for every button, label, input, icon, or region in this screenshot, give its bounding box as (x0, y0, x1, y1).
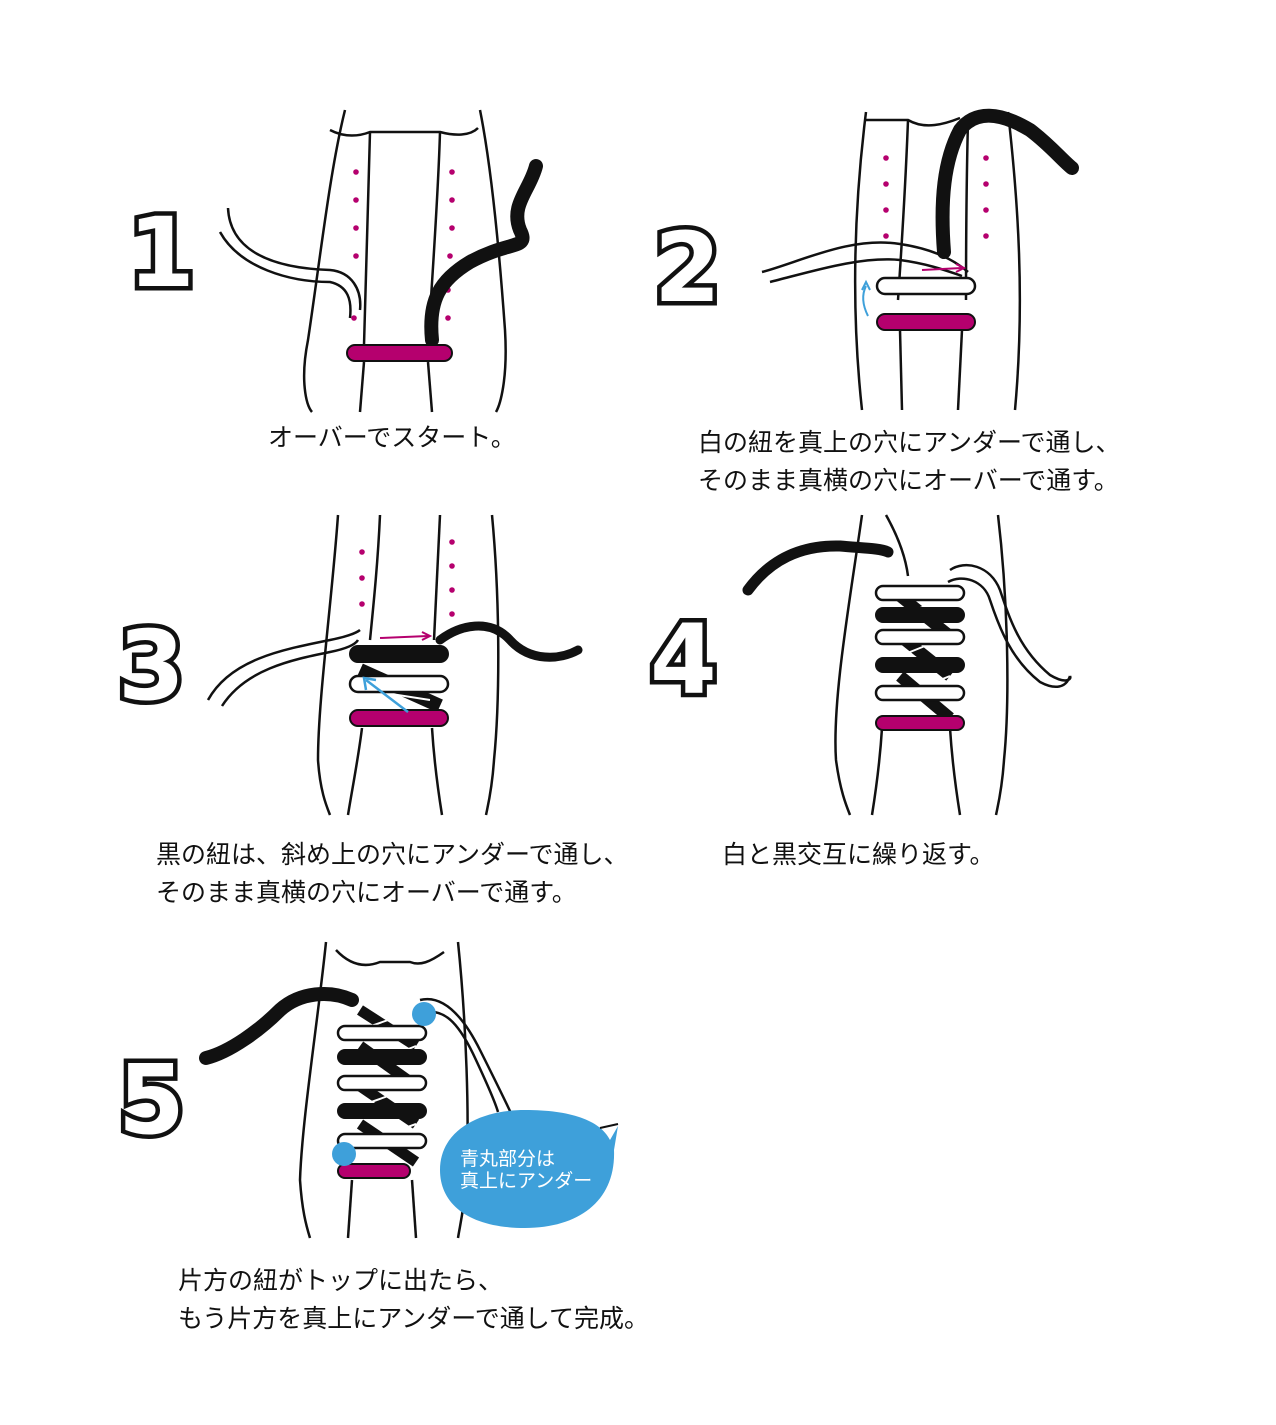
step-2-caption: 白の紐を真上の穴にアンダーで通し、 そのまま真横の穴にオーバーで通す。 (698, 428, 1121, 495)
step-5-caption: 片方の紐がトップに出たら、 もう片方を真上にアンダーで通して完成。 (178, 1266, 650, 1333)
step-3-number: 3 (114, 610, 190, 722)
step-4-caption: 白と黒交互に繰り返す。 (722, 840, 995, 869)
eyelet-dots-1 (351, 169, 455, 321)
step-4-number: 4 (646, 604, 722, 716)
step-2-number: 2 (650, 212, 726, 324)
blue-marker-top (412, 1002, 436, 1026)
step-1-number: 1 (124, 197, 200, 309)
note-bubble-text: 青丸部分は 真上にアンダー (460, 1148, 593, 1192)
step-1-caption: オーバーでスタート。 (268, 423, 516, 452)
blue-marker-bottom (332, 1142, 356, 1166)
speech-bubble (440, 1110, 618, 1228)
step-3-caption: 黒の紐は、斜め上の穴にアンダーで通し、 そのまま真横の穴にオーバーで通す。 (156, 840, 629, 907)
step-5-number: 5 (114, 1044, 190, 1156)
